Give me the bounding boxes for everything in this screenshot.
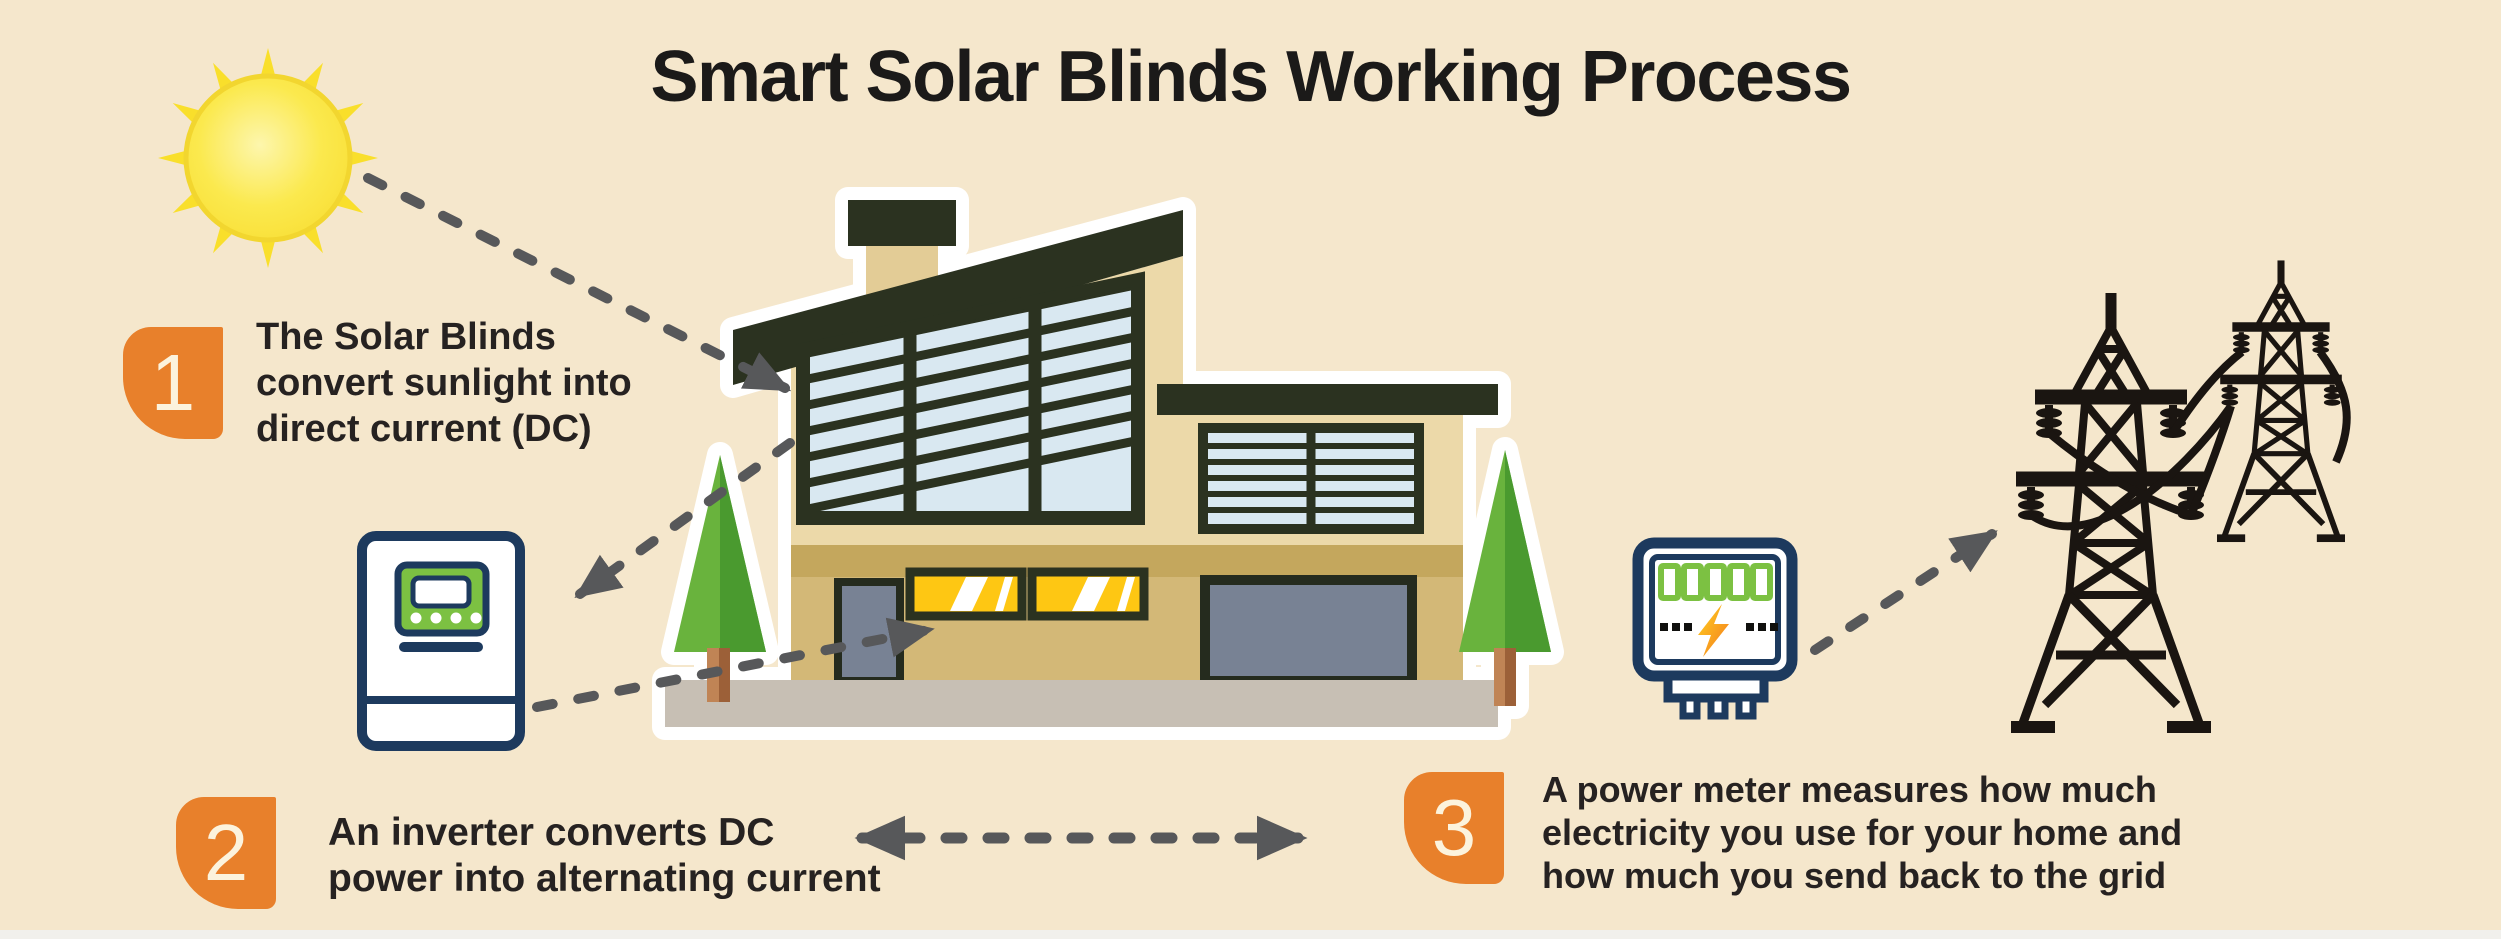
flat-roof	[1157, 384, 1498, 415]
tree-icon	[1459, 450, 1551, 706]
small-blinds-window	[1198, 423, 1424, 534]
yellow-transom-window	[1027, 567, 1149, 621]
step-line: direct current (DC)	[256, 408, 592, 450]
arrow-inverter-to-house	[532, 617, 935, 712]
yellow-transom-window	[905, 567, 1027, 621]
step-1-text: The Solar Blinds convert sunlight into d…	[256, 314, 632, 452]
step-2-number: 2	[203, 808, 249, 897]
arrow-sun-to-blinds	[363, 173, 792, 393]
step-line: electricity you use for your home and	[1542, 812, 2183, 853]
page-title: Smart Solar Blinds Working Process	[650, 37, 1852, 117]
lightning-bolt-icon	[1698, 604, 1729, 657]
step-3-badge: 3	[1404, 772, 1504, 884]
step-line: A power meter measures how much	[1542, 769, 2157, 810]
garage-door	[1200, 575, 1417, 686]
step-line: An inverter converts DC	[328, 811, 775, 854]
power-meter-icon	[1632, 537, 1798, 720]
step-2-badge: 2	[176, 797, 276, 909]
step-3-text: A power meter measures how much electric…	[1542, 768, 2182, 897]
bottom-strip	[0, 930, 2501, 939]
step-1-badge: 1	[123, 327, 223, 439]
sun-icon	[158, 48, 378, 268]
arrow-blinds-to-inverter	[574, 438, 795, 599]
step-1-number: 1	[150, 338, 196, 427]
house-icon	[652, 187, 1564, 740]
inverter-icon	[357, 531, 525, 751]
step-line: power into alternating current	[328, 857, 881, 900]
power-lines	[2028, 348, 2351, 531]
step-line: convert sunlight into	[256, 362, 632, 404]
transmission-towers-icon	[2011, 260, 2351, 733]
front-door	[834, 578, 904, 685]
step-line: The Solar Blinds	[256, 316, 556, 358]
arrow-meter-to-grid	[1810, 529, 1998, 655]
step-2-text: An inverter converts DC power into alter…	[328, 810, 881, 902]
step-3-number: 3	[1431, 783, 1477, 872]
solar-blinds-window	[796, 271, 1145, 525]
chimney-cap	[848, 200, 956, 246]
step-line: how much you send back to the grid	[1542, 855, 2167, 896]
house-base	[665, 680, 1498, 727]
